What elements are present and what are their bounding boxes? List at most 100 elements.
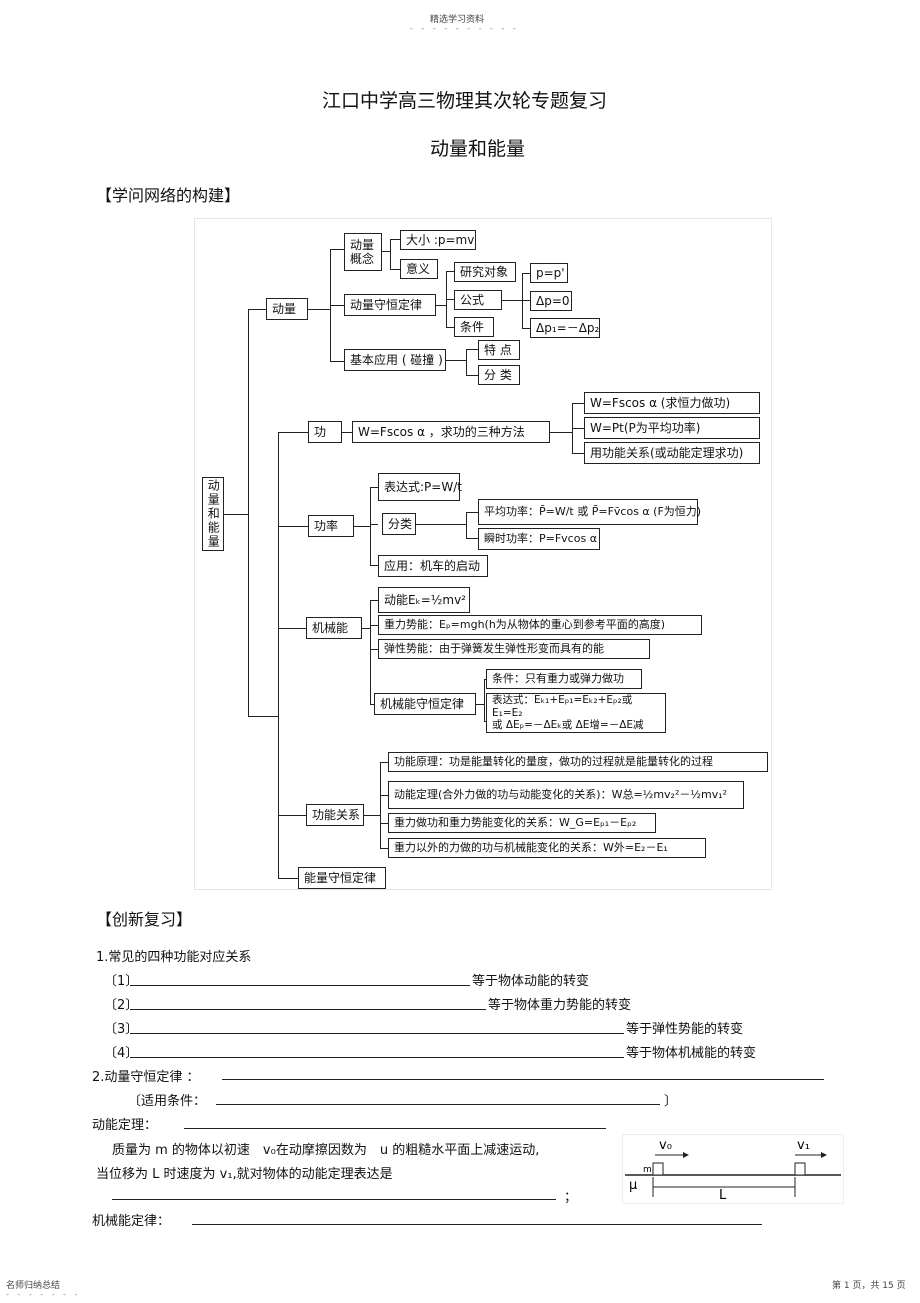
connector bbox=[370, 524, 378, 525]
motion-figure: v₀ v₁ m μ L bbox=[622, 1134, 844, 1204]
root-node: 动量和能量 bbox=[202, 477, 224, 551]
connector bbox=[330, 305, 344, 306]
node-power-classify: 分类 bbox=[382, 513, 416, 535]
connector bbox=[382, 251, 390, 252]
connector bbox=[370, 600, 378, 601]
connector bbox=[278, 432, 279, 878]
blank-number-3: 〔3〕 bbox=[104, 1022, 139, 1037]
node-momentum: 动量 bbox=[266, 298, 308, 320]
node-power-avg: 平均功率：P̄=W/t 或 P̄=Fv̄cos α (F为恒力) bbox=[478, 499, 701, 525]
answer-blank-4[interactable] bbox=[130, 1057, 624, 1058]
problem-text-2: 当位移为 L 时速度为 v₁,就对物体的动能定理表达是 bbox=[96, 1167, 393, 1182]
node-power-expr: 表达式:P=W/t bbox=[378, 473, 462, 501]
apply-condition-close: 〕 bbox=[664, 1094, 678, 1109]
connector bbox=[466, 349, 478, 350]
node-feature: 特 点 bbox=[478, 340, 520, 360]
header-label: 精选学习资料 bbox=[430, 15, 485, 25]
connector bbox=[380, 762, 381, 848]
node-energy-law: 能量守恒定律 bbox=[298, 867, 386, 889]
connector bbox=[278, 878, 298, 879]
answer-blank-ke-theorem[interactable] bbox=[184, 1128, 606, 1129]
question-2: 2.动量守恒定律 ： bbox=[92, 1070, 200, 1085]
problem-semicolon: ； bbox=[564, 1190, 578, 1205]
connector bbox=[380, 848, 388, 849]
node-mech-epe: 弹性势能：由于弹簧发生弹性形变而具有的能 bbox=[378, 639, 650, 659]
connector bbox=[248, 309, 249, 716]
node-object: 研究对象 bbox=[454, 262, 516, 282]
concept-map: 动量和能量 动量 动量概念 大小 :p=mv 意义 动量守恒定律 研究对象 公式… bbox=[194, 218, 772, 890]
node-meaning: 意义 bbox=[400, 259, 438, 279]
v1-label: v₁ bbox=[797, 1138, 810, 1153]
connector bbox=[362, 628, 370, 629]
connector bbox=[370, 487, 371, 565]
connector bbox=[390, 269, 400, 270]
footer-dash: - - - - - - - bbox=[6, 1290, 81, 1299]
page-title: 江口中学高三物理其次轮专题复习 bbox=[322, 90, 608, 112]
answer-blank-problem[interactable] bbox=[112, 1199, 556, 1200]
node-relation-r3: 重力做功和重力势能变化的关系：W_G=Eₚ₁－Eₚ₂ bbox=[388, 813, 656, 833]
connector bbox=[370, 625, 378, 626]
v0-arrowhead bbox=[683, 1152, 689, 1158]
blank-tail-3: 等于弹性势能的转变 bbox=[626, 1022, 744, 1037]
connector bbox=[278, 815, 306, 816]
node-relation: 功能关系 bbox=[306, 804, 364, 826]
connector bbox=[370, 649, 378, 650]
node-relation-r2: 动能定理(合外力做的功与动能变化的关系)：W总=½mv₂²－½mv₁² bbox=[388, 781, 744, 809]
motion-figure-svg: v₀ v₁ m μ L bbox=[625, 1138, 841, 1203]
node-mech-gpe: 重力势能：Eₚ=mgh(h为从物体的重心到参考平面的高度) bbox=[378, 615, 702, 635]
node-power-app: 应用：机车的启动 bbox=[378, 555, 488, 577]
connector bbox=[522, 273, 530, 274]
node-momentum-conservation: 动量守恒定律 bbox=[344, 294, 436, 316]
node-condition: 条件 bbox=[454, 317, 494, 337]
connector bbox=[278, 432, 308, 433]
connector bbox=[224, 514, 248, 515]
section-heading-network: 【学问网络的构建】 bbox=[96, 186, 241, 205]
v0-label: v₀ bbox=[659, 1138, 672, 1153]
connector bbox=[476, 704, 484, 705]
connector bbox=[550, 432, 572, 433]
node-momentum-concept: 动量概念 bbox=[344, 233, 382, 271]
connector bbox=[354, 526, 370, 527]
answer-blank-2[interactable] bbox=[130, 1009, 486, 1010]
connector bbox=[522, 300, 530, 301]
answer-blank-3[interactable] bbox=[130, 1033, 624, 1034]
mech-expr-line1: 表达式：Eₖ₁+Eₚ₁=Eₖ₂+Eₚ₂或E₁=E₂ bbox=[492, 694, 633, 719]
node-mech-expr: 表达式：Eₖ₁+Eₚ₁=Eₖ₂+Eₚ₂或E₁=E₂ 或 ΔEₚ=－ΔEₖ或 ΔE… bbox=[486, 693, 666, 733]
connector bbox=[522, 328, 530, 329]
blank-tail-1: 等于物体动能的转变 bbox=[472, 974, 590, 989]
node-size: 大小 :p=mv bbox=[400, 230, 476, 250]
node-classify: 分 类 bbox=[478, 365, 520, 385]
connector bbox=[572, 428, 584, 429]
node-mech-law: 机械能守恒定律 bbox=[374, 693, 476, 715]
mech-law-label: 机械能定律： bbox=[92, 1214, 171, 1229]
node-power-inst: 瞬时功率：P=Fvcos α bbox=[478, 528, 600, 550]
mu-label: μ bbox=[629, 1178, 637, 1193]
v1-arrowhead bbox=[821, 1152, 827, 1158]
ke-theorem-label: 动能定理： bbox=[92, 1118, 158, 1133]
node-mech: 机械能 bbox=[306, 617, 362, 639]
answer-blank-momentum-law[interactable] bbox=[222, 1079, 824, 1080]
connector bbox=[466, 538, 478, 539]
node-relation-r1: 功能原理：功是能量转化的量度，做功的过程就是能量转化的过程 bbox=[388, 752, 768, 772]
connector bbox=[502, 300, 522, 301]
connector bbox=[370, 600, 371, 704]
question-1: 1.常见的四种功能对应关系 bbox=[96, 950, 252, 965]
answer-blank-apply-condition[interactable] bbox=[216, 1104, 660, 1105]
node-work-formula: W=Fscos α ，求功的三种方法 bbox=[352, 421, 550, 443]
footer-left: 名师归纳总结 bbox=[6, 1281, 61, 1291]
connector bbox=[364, 815, 380, 816]
connector bbox=[248, 716, 278, 717]
node-eq3: Δp₁=－Δp₂ bbox=[530, 318, 600, 338]
connector bbox=[330, 361, 344, 362]
connector bbox=[436, 305, 446, 306]
connector bbox=[248, 309, 266, 310]
node-mech-cond: 条件：只有重力或弹力做功 bbox=[486, 669, 642, 689]
connector bbox=[466, 512, 478, 513]
answer-blank-1[interactable] bbox=[130, 985, 470, 986]
connector bbox=[446, 299, 454, 300]
answer-blank-mech-law[interactable] bbox=[192, 1224, 762, 1225]
node-power: 功率 bbox=[308, 515, 354, 537]
node-work: 功 bbox=[308, 421, 342, 443]
connector bbox=[466, 512, 467, 538]
connector bbox=[370, 565, 378, 566]
